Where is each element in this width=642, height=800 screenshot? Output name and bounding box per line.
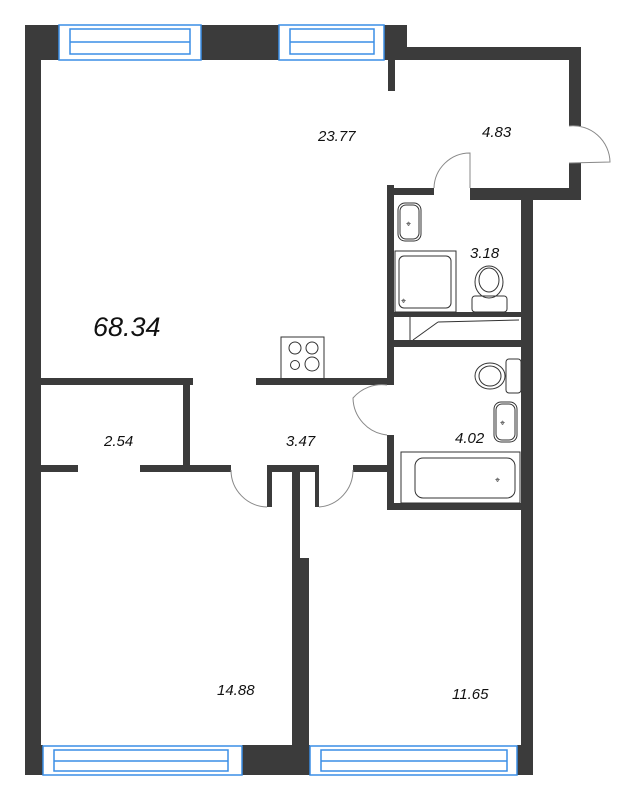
window-bottom-right [309,745,518,776]
wall-bottom-left [25,745,43,775]
toilet-icon [474,358,522,394]
door-loggia-exterior [568,125,611,164]
room-area-shower-room: 3.18 [470,245,500,262]
fixtures: ⌖ ⌖ ⌖ ⌖ [280,202,522,504]
wall-hall-bottom-mid [267,465,315,472]
room-area-kitchen-living: 23.77 [318,128,356,145]
partition-icon [409,317,520,341]
walls [25,25,581,775]
wall-closet-bottom-left [41,465,78,472]
total-area-label: 68.34 [93,312,161,342]
wall-right-outer [521,190,533,775]
wall-hall-bottom-right [353,465,389,472]
room-area-closet: 2.54 [104,433,134,450]
wall-bottom-right [517,745,533,775]
wall-bath-divider-1 [394,312,521,317]
window-top-right [278,24,385,61]
wall-stub [388,58,395,91]
door-bedroom-left [230,469,268,508]
svg-text:⌖: ⌖ [401,296,406,306]
wall-loggia-bottom-left [388,188,434,195]
room-area-hallway: 3.47 [286,433,316,450]
wall-door-jamb-right [315,465,319,507]
svg-text:⌖: ⌖ [500,418,505,428]
doors [230,125,611,508]
wall-top-left [25,25,59,60]
wall-loggia-top [386,47,581,60]
windows [42,24,518,776]
wall-closet-top [41,378,193,385]
wall-closet-bottom-right [140,465,231,472]
bathtub-icon: ⌖ [400,451,521,504]
wall-bedroom-divider-thick [292,558,309,775]
svg-text:⌖: ⌖ [495,475,500,485]
window-bottom-left [42,745,243,776]
room-area-bedroom-left: 14.88 [217,682,255,699]
wall-closet-right [183,378,190,470]
sink-icon: ⌖ [493,401,518,443]
sink-icon: ⌖ [397,202,422,242]
door-bathroom [352,384,388,436]
door-loggia [433,152,471,189]
svg-text:⌖: ⌖ [406,219,411,229]
wall-bath-divider-2 [394,340,521,347]
room-area-bathroom: 4.02 [455,430,485,447]
wall-top-middle [201,25,279,60]
room-area-bedroom-right: 11.65 [452,686,489,703]
wall-bottom-middle [242,745,310,775]
wall-bath-left [387,185,394,385]
shower-tray-icon: ⌖ [394,250,457,313]
room-area-loggia: 4.83 [482,124,512,141]
stove-icon [280,336,325,380]
wall-door-jamb-left [267,465,272,507]
wall-bath-bottom [387,503,533,510]
toilet-icon [471,265,508,313]
wall-loggia-right-upper [569,47,581,126]
wall-kitchen-counter [256,378,394,385]
window-top-left [58,24,202,61]
wall-left-outer [25,25,41,775]
wall-bath-left-lower [387,435,394,510]
door-bedroom-right [318,469,354,508]
